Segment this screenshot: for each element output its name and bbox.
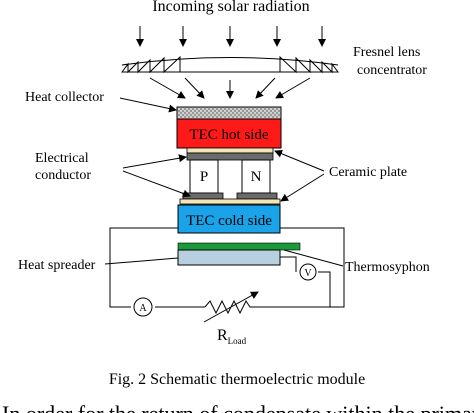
- fresnel-label-line1: Fresnel lens: [353, 45, 420, 60]
- heat-spreader-label: Heat spreader: [18, 258, 96, 273]
- diagram-title: Incoming solar radiation: [152, 0, 309, 15]
- bottom-conductor-right: [236, 192, 278, 200]
- electrical-conductor-pointers: [122, 154, 191, 198]
- figure-caption: Fig. 2 Schematic thermoelectric module: [108, 371, 366, 388]
- voltmeter-symbol: V: [304, 268, 312, 279]
- electrical-conductor-label-line1: Electrical: [35, 151, 89, 166]
- bottom-ceramic-plate: [179, 198, 281, 205]
- body-text-fragment: In order for the return of condensate wi…: [2, 399, 474, 413]
- tec-cold-side: [177, 204, 281, 234]
- tec-hot-side-label: TEC hot side: [189, 127, 269, 143]
- ceramic-plate-pointers: [274, 149, 325, 202]
- top-electrical-conductor: [186, 152, 274, 161]
- heat-spreader-pointer: [104, 257, 179, 265]
- ammeter-symbol: A: [139, 303, 147, 314]
- thermosyphon-label: Thermosyphon: [345, 260, 430, 275]
- heat-collector-label: Heat collector: [25, 90, 104, 105]
- load-resistor-symbol: R: [217, 327, 228, 344]
- heat-collector: [176, 106, 282, 120]
- n-type-leg: [241, 159, 271, 194]
- fresnel-label-line2: concentrator: [357, 63, 427, 78]
- heat-collector-pointer: [119, 97, 177, 113]
- converging-radiation-arrows: [149, 77, 311, 99]
- thermosyphon-pipe: [177, 242, 301, 251]
- load-resistor-label: RLoad: [217, 327, 247, 346]
- circuit-wires: [109, 227, 345, 308]
- n-leg-label: N: [251, 169, 262, 185]
- p-leg-label: P: [200, 169, 208, 185]
- load-resistor-subscript: Load: [228, 336, 247, 346]
- ceramic-plate-label: Ceramic plate: [329, 165, 407, 180]
- electrical-conductor-label-line2: conductor: [35, 168, 91, 183]
- tec-cold-side-label: TEC cold side: [186, 213, 272, 229]
- fresnel-lens: [121, 55, 339, 74]
- heat-spreader: [177, 249, 281, 266]
- voltmeter: [299, 263, 317, 281]
- ammeter: [133, 297, 153, 317]
- top-ceramic-plate: [186, 147, 274, 154]
- p-type-leg: [189, 159, 219, 194]
- load-resistor: [203, 291, 259, 323]
- incoming-radiation-arrows: [136, 26, 326, 47]
- thermosyphon-pointer: [283, 249, 344, 267]
